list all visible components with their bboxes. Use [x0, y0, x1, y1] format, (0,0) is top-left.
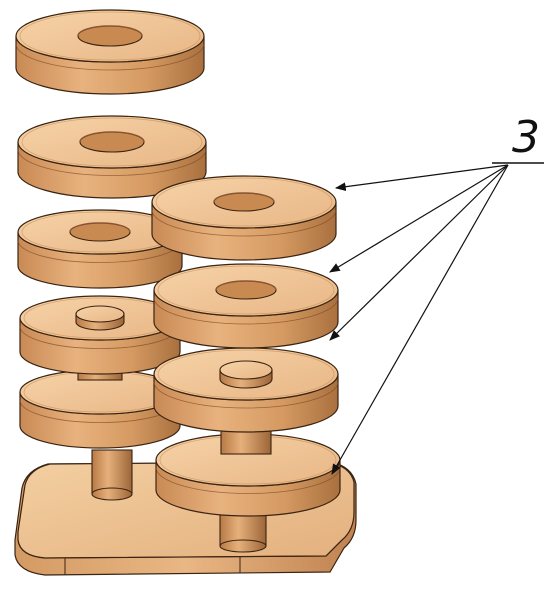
disc-bevel — [153, 381, 339, 409]
leader-line-4 — [331, 164, 509, 475]
leader-line-1 — [334, 164, 509, 191]
right-disc-4 — [155, 433, 341, 517]
right-disc-2 — [153, 263, 339, 349]
disc-bevel — [15, 43, 205, 71]
callout-label: 3 — [512, 112, 540, 163]
disc-bevel — [151, 209, 337, 237]
top-disc — [15, 9, 205, 95]
disc-rim — [157, 265, 335, 315]
left-stack — [15, 9, 207, 449]
disc-hole-shadow — [79, 131, 145, 143]
disc-knob-top — [75, 305, 125, 323]
leader-line-3 — [329, 164, 509, 341]
right-disc-1 — [151, 175, 337, 261]
left-disc-2 — [17, 209, 183, 289]
left-disc-3 — [19, 295, 181, 381]
disc-rim — [21, 117, 203, 167]
disc-hole-shadow — [215, 280, 277, 291]
disc-hole-shadow — [69, 222, 131, 233]
left-disc-4 — [19, 369, 181, 449]
disc-hole-shadow — [77, 25, 143, 37]
left-peg — [91, 449, 133, 501]
disc-bevel — [17, 149, 207, 176]
right-stack — [151, 175, 341, 517]
disc-hole-shadow — [213, 192, 275, 203]
disc-rim — [155, 177, 333, 227]
disc-bevel — [155, 467, 341, 494]
left-disc-1 — [17, 115, 207, 199]
right-disc-3 — [153, 347, 339, 455]
disc-rim — [19, 11, 201, 61]
disc-bevel — [153, 297, 339, 325]
leader-line-2 — [329, 164, 509, 273]
disc-knob-top — [219, 360, 273, 380]
callout: 3 — [329, 112, 544, 475]
disc-rim — [157, 349, 335, 399]
